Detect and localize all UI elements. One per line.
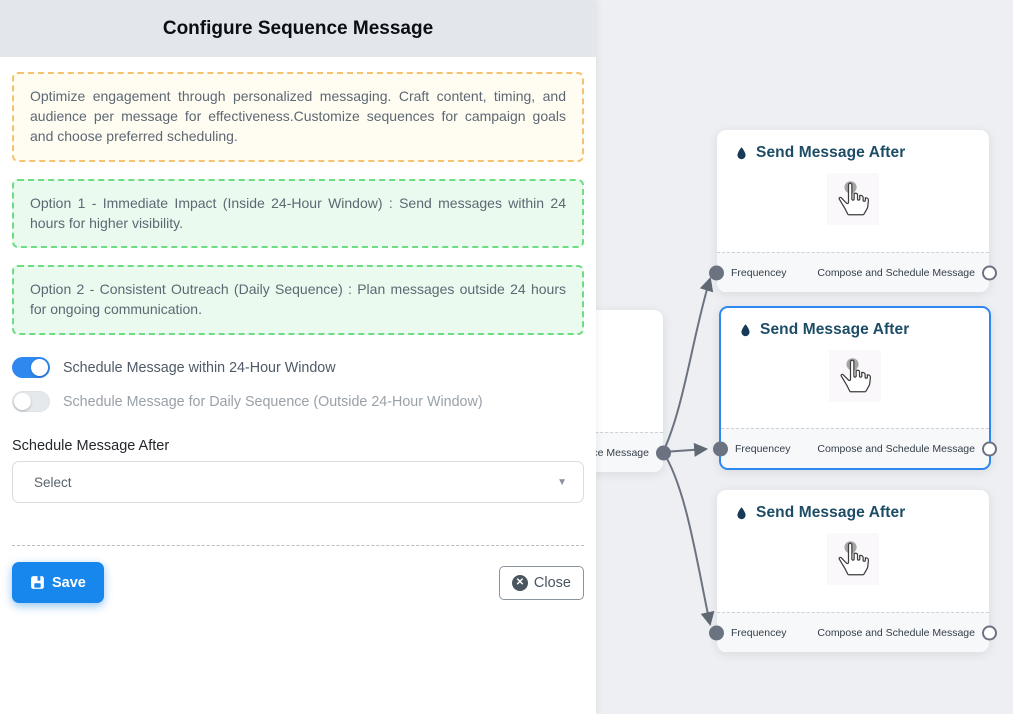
x-circle-icon: ✕ (511, 575, 528, 592)
edge-to-node-1 (662, 276, 714, 453)
flow-node-send-message-1[interactable]: Send Message After Frequencey Compose an… (709, 130, 997, 292)
tap-hand-icon (827, 173, 879, 225)
schedule-after-select[interactable]: Select ▼ (12, 461, 584, 504)
flow-node-send-message-2-selected[interactable]: Send Message After Frequencey Compose an… (713, 306, 997, 470)
droplet-icon (741, 323, 750, 336)
output-port[interactable] (982, 441, 997, 456)
close-button-label: Close (533, 575, 571, 592)
node-input-label: Frequencey (731, 266, 787, 279)
input-port[interactable] (709, 265, 724, 280)
page-title: Configure Sequence Message (162, 17, 434, 39)
caret-down-icon: ▼ (557, 476, 567, 488)
toggle-within-24h-label: Schedule Message within 24-Hour Window (63, 359, 336, 376)
toggle-knob (14, 393, 31, 411)
node-title: Send Message After (760, 321, 910, 338)
output-port[interactable] (982, 265, 997, 280)
node-title: Send Message After (756, 504, 906, 521)
input-port[interactable] (709, 625, 724, 640)
save-button-label: Save (52, 574, 86, 591)
configure-sequence-panel: Configure Sequence Message Optimize enga… (0, 0, 596, 714)
option-1-text: Option 1 - Immediate Impact (Inside 24-H… (30, 194, 566, 231)
option-1-note: Option 1 - Immediate Impact (Inside 24-H… (12, 178, 584, 249)
output-port[interactable] (982, 625, 997, 640)
node-input-label: Frequencey (735, 442, 791, 455)
node-output-label: Compose and Schedule Message (817, 266, 975, 279)
footer-divider (12, 545, 584, 547)
intro-note: Optimize engagement through personalized… (12, 72, 584, 162)
flow-node-send-message-3[interactable]: Send Message After Frequencey Compose an… (709, 490, 997, 652)
option-2-text: Option 2 - Consistent Outreach (Daily Se… (30, 281, 566, 318)
toggle-daily-sequence-label: Schedule Message for Daily Sequence (Out… (63, 393, 483, 410)
parent-output-port[interactable] (656, 445, 671, 460)
parent-output-label: ce Message (592, 446, 649, 459)
edge-to-node-3 (662, 451, 715, 627)
node-title: Send Message After (756, 144, 906, 161)
toggle-within-24h[interactable] (12, 357, 50, 379)
option-2-note: Option 2 - Consistent Outreach (Daily Se… (12, 265, 584, 336)
select-value: Select (34, 474, 72, 490)
tap-hand-icon (827, 533, 879, 585)
node-output-label: Compose and Schedule Message (817, 442, 975, 455)
toggle-knob (31, 359, 48, 377)
droplet-icon (737, 146, 746, 159)
node-output-label: Compose and Schedule Message (817, 626, 975, 639)
input-port[interactable] (713, 441, 728, 456)
close-button[interactable]: ✕ Close (498, 566, 584, 601)
droplet-icon (737, 506, 746, 519)
intro-note-text: Optimize engagement through personalized… (30, 88, 566, 144)
node-input-label: Frequencey (731, 626, 787, 639)
save-button[interactable]: Save (12, 562, 104, 604)
toggle-daily-sequence[interactable] (12, 391, 50, 413)
tap-hand-icon (829, 350, 881, 402)
schedule-after-label: Schedule Message After (12, 438, 170, 455)
floppy-disk-icon (31, 576, 44, 589)
panel-header: Configure Sequence Message (0, 0, 596, 57)
